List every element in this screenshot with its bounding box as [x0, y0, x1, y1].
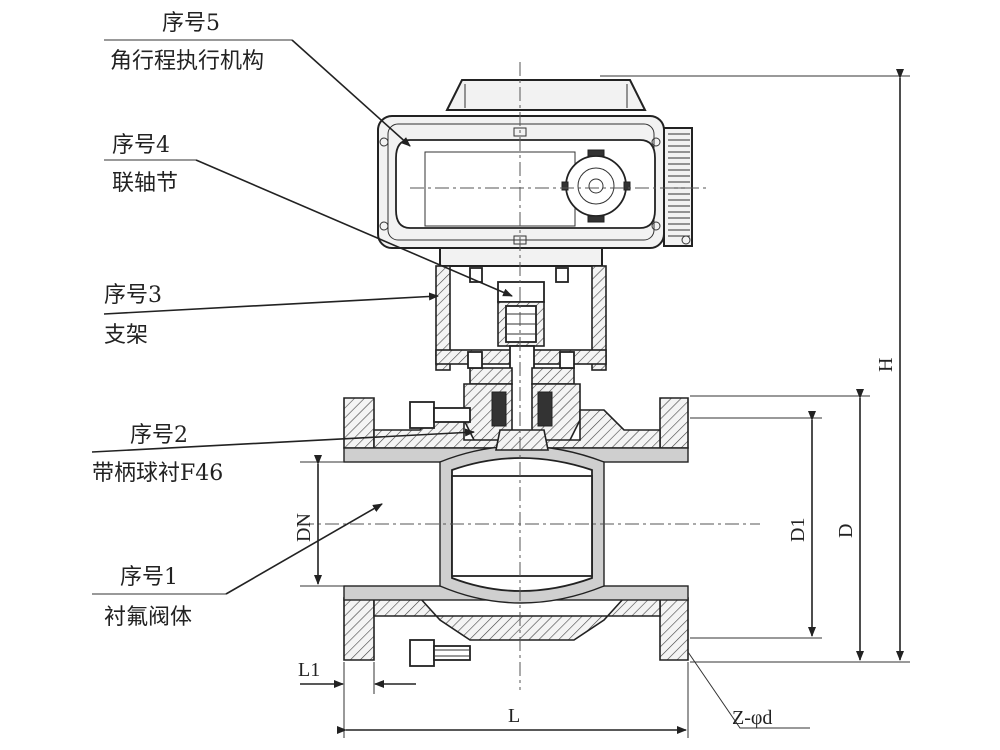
- callout-4-number: 序号4: [112, 133, 170, 158]
- dim-label-h: H: [875, 358, 897, 372]
- callout-2-name: 带柄球衬F46: [92, 461, 223, 486]
- dim-label-d1: D1: [787, 518, 809, 542]
- callout-1-number: 序号1: [120, 565, 178, 590]
- dim-label-l: L: [508, 705, 520, 727]
- actuator: [377, 79, 693, 249]
- dim-label-d: D: [835, 524, 857, 538]
- callout-1-name: 衬氟阀体: [104, 605, 192, 630]
- center-lines: [300, 62, 760, 690]
- dimension-lines: [300, 69, 910, 738]
- callout-5-number: 序号5: [162, 11, 220, 36]
- callout-3-name: 支架: [104, 323, 148, 348]
- callout-5-name: 角行程执行机构: [110, 49, 264, 74]
- dim-label-l1: L1: [298, 659, 320, 681]
- callout-2-number: 序号2: [130, 423, 188, 448]
- callout-leaders: [91, 39, 513, 595]
- callout-3-number: 序号3: [104, 283, 162, 308]
- dim-label-bolt-holes: Z-φd: [732, 707, 772, 729]
- dim-label-dn: DN: [293, 513, 315, 542]
- callout-4-name: 联轴节: [112, 171, 178, 196]
- lined-ball: [439, 429, 605, 604]
